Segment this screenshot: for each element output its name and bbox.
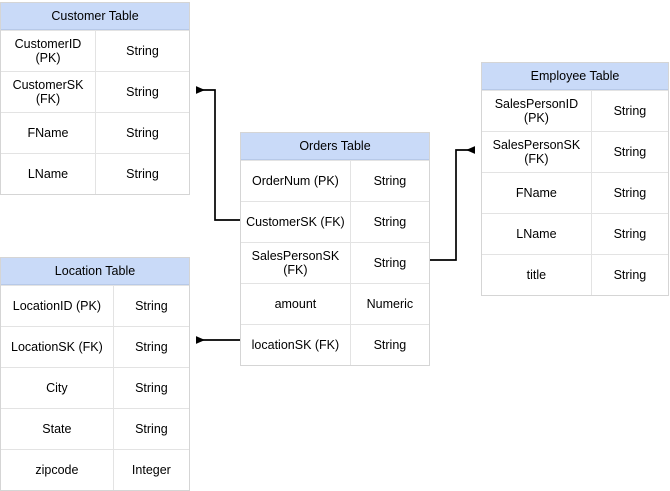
field-type: String	[349, 202, 429, 242]
field-type: String	[95, 113, 189, 153]
field-name: SalesPersonSK (FK)	[251, 248, 340, 277]
table-row: LName String	[1, 153, 189, 194]
field-name: CustomerSK (FK)	[12, 77, 84, 106]
field-name: title	[526, 267, 547, 282]
field-type: String	[349, 243, 429, 283]
field-name: zipcode	[35, 462, 79, 477]
field-name: OrderNum (PK)	[252, 173, 339, 188]
connector-orders-customer	[196, 86, 240, 221]
table-customer[interactable]: Customer Table CustomerID (PK) String Cu…	[0, 2, 190, 195]
table-row: locationSK (FK) String	[241, 324, 429, 365]
table-row: CustomerID (PK) String	[1, 30, 189, 71]
table-row: LName String	[482, 213, 668, 254]
field-name: SalesPersonSK (FK)	[492, 137, 581, 166]
table-customer-header: Customer Table	[1, 3, 189, 30]
table-row: amount Numeric	[241, 283, 429, 324]
table-row: SalesPersonID (PK) String	[482, 90, 668, 131]
field-name: FName	[515, 185, 557, 200]
table-location-header: Location Table	[1, 258, 189, 285]
table-row: City String	[1, 367, 189, 408]
field-type: String	[112, 368, 189, 408]
field-type: String	[95, 154, 189, 194]
table-row: zipcode Integer	[1, 449, 189, 490]
field-name: SalesPersonID (PK)	[494, 96, 579, 125]
field-type: Integer	[112, 450, 189, 490]
table-employee-header: Employee Table	[482, 63, 668, 90]
field-type: String	[590, 214, 668, 254]
field-name: LName	[27, 166, 69, 181]
table-row: FName String	[482, 172, 668, 213]
table-row: LocationSK (FK) String	[1, 326, 189, 367]
table-row: SalesPersonSK (FK) String	[482, 131, 668, 172]
connector-orders-employee	[430, 146, 475, 261]
table-row: title String	[482, 254, 668, 295]
field-name: amount	[274, 296, 317, 311]
field-type: String	[95, 72, 189, 112]
table-row: State String	[1, 408, 189, 449]
field-name: locationSK (FK)	[251, 337, 340, 352]
field-type: String	[95, 31, 189, 71]
field-name: LName	[516, 226, 557, 241]
field-name: State	[42, 421, 72, 436]
table-location[interactable]: Location Table LocationID (PK) String Lo…	[0, 257, 190, 491]
field-type: String	[112, 409, 189, 449]
field-type: String	[590, 132, 668, 172]
field-type: String	[112, 286, 189, 326]
table-row: CustomerSK (FK) String	[241, 201, 429, 242]
field-type: String	[590, 91, 668, 131]
field-name: FName	[27, 125, 69, 140]
field-type: String	[590, 255, 668, 295]
field-type: String	[349, 325, 429, 365]
field-name: LocationID (PK)	[12, 298, 101, 313]
table-row: CustomerSK (FK) String	[1, 71, 189, 112]
field-name: City	[46, 380, 68, 395]
field-type: String	[112, 327, 189, 367]
table-row: OrderNum (PK) String	[241, 160, 429, 201]
table-orders-header: Orders Table	[241, 133, 429, 160]
table-employee[interactable]: Employee Table SalesPersonID (PK) String…	[481, 62, 669, 296]
table-row: SalesPersonSK (FK) String	[241, 242, 429, 283]
table-row: FName String	[1, 112, 189, 153]
field-name: LocationSK (FK)	[11, 339, 103, 354]
field-type: String	[349, 161, 429, 201]
field-name: CustomerID (PK)	[14, 36, 82, 65]
table-row: LocationID (PK) String	[1, 285, 189, 326]
table-orders[interactable]: Orders Table OrderNum (PK) String Custom…	[240, 132, 430, 366]
field-type: String	[590, 173, 668, 213]
field-name: CustomerSK (FK)	[246, 214, 345, 229]
field-type: Numeric	[349, 284, 429, 324]
